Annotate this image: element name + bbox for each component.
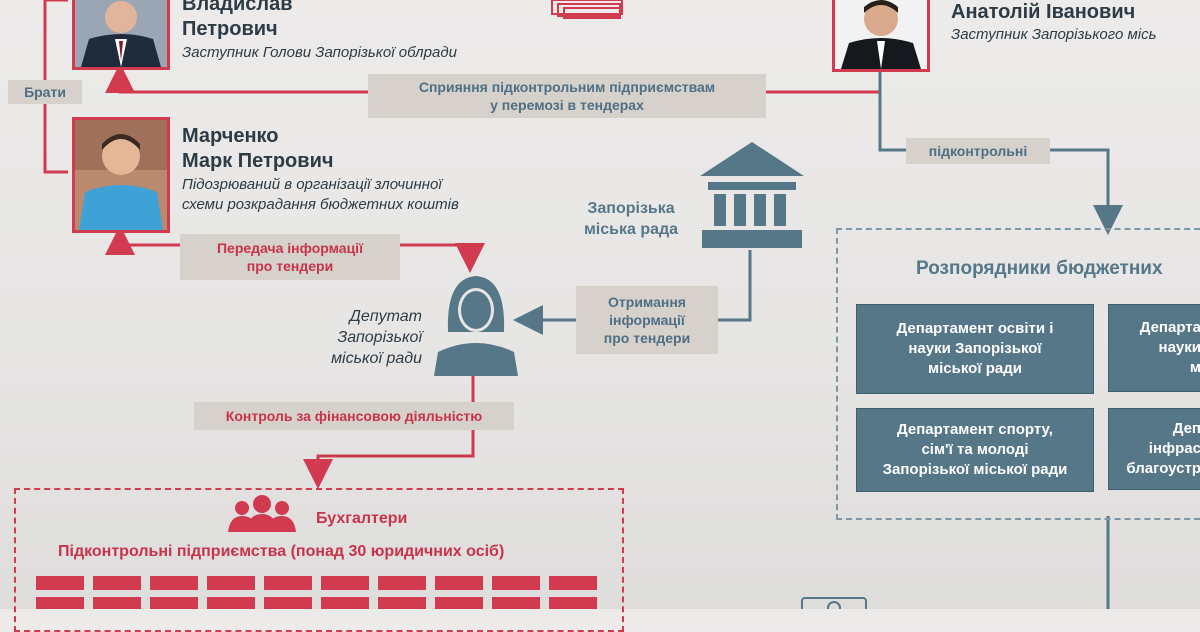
top-left-name-line1: Владислав — [182, 0, 293, 15]
assist-tag-line1: Сприяння підконтрольним підприємствам — [418, 79, 716, 95]
department-card: Департамент спорту, сім'ї та молоді Запо… — [856, 408, 1094, 492]
department-card: Департа науки м — [1108, 304, 1200, 392]
department-line: Департамент освіти і — [896, 320, 1054, 337]
receive-info-tag: Отримання інформації про тендери — [576, 286, 718, 354]
department-line: міської ради — [928, 360, 1022, 377]
receive-info-line1: Отримання — [608, 294, 686, 310]
person-photo-icon — [75, 0, 167, 67]
department-line: науки Запорізької — [908, 340, 1042, 357]
city-council-line1: Запорізька — [587, 200, 675, 217]
receive-info-line3: про тендери — [603, 330, 691, 346]
department-line: Департа — [1139, 319, 1200, 336]
enterprises-title: Підконтрольні підприємства (понад 30 юри… — [58, 543, 505, 560]
accountants-label: Бухгалтери — [316, 510, 408, 527]
person-photo-icon — [75, 120, 167, 230]
controlled-tag: підконтрольні — [906, 138, 1050, 164]
budget-managers-title: Розпорядники бюджетних — [916, 258, 1163, 279]
marchenko-name-line1: Марченко — [182, 125, 279, 147]
photo-marchenko — [72, 117, 170, 233]
government-building-icon — [700, 142, 804, 248]
department-line: благоустр — [1126, 460, 1200, 477]
top-left-role: Заступник Голови Запорізької облради — [182, 44, 457, 61]
city-council-label: Запорізька міська рада — [568, 198, 694, 240]
female-deputy-icon — [434, 276, 518, 376]
person-photo-icon — [835, 0, 927, 69]
transfer-info-tag: Передача інформації про тендери — [180, 234, 400, 280]
department-line: інфрас — [1148, 440, 1200, 457]
department-card: Департамент освіти і науки Запорізької м… — [856, 304, 1094, 394]
top-right-role: Заступник Запорізького місь — [951, 26, 1157, 43]
enterprise-blocks-grid — [36, 576, 597, 611]
department-line: сім'ї та молоді — [921, 441, 1029, 458]
photo-top-left — [72, 0, 170, 70]
department-line: Деп — [1172, 420, 1200, 437]
receive-info-line2: інформації — [609, 312, 685, 328]
people-group-icon — [228, 495, 296, 532]
assist-tag: Сприяння підконтрольним підприємствам у … — [368, 74, 766, 118]
city-council-line2: міська рада — [583, 221, 679, 238]
top-right-name: Анатолій Іванович — [951, 1, 1136, 23]
department-card: Деп інфрас благоустр — [1108, 408, 1200, 490]
top-left-name-line2: Петрович — [182, 18, 278, 40]
budget-managers-box — [836, 228, 1200, 520]
department-line: Запорізької міської ради — [882, 461, 1068, 478]
deputy-line3: міської ради — [331, 350, 422, 367]
deputy-line2: Запорізької — [337, 329, 422, 346]
department-line: м — [1189, 359, 1200, 376]
department-line: Департамент спорту, — [897, 421, 1053, 438]
photo-top-right — [832, 0, 930, 72]
finance-control-tag: Контроль за фінансовою діяльністю — [194, 402, 514, 430]
marchenko-role-line2: схеми розкрадання бюджетних коштів — [182, 196, 459, 213]
marchenko-role-line1: Підозрюваний в організації злочинної — [182, 176, 442, 193]
transfer-info-line1: Передача інформації — [216, 240, 364, 256]
brothers-tag: Брати — [8, 80, 82, 104]
enterprise-blocks — [36, 576, 606, 611]
transfer-info-line2: про тендери — [246, 258, 334, 274]
deputy-line1: Депутат — [349, 308, 422, 325]
assist-tag-line2: у перемозі в тендерах — [490, 97, 644, 113]
marchenko-name-line2: Марк Петрович — [182, 150, 334, 172]
deputy-label: Депутат Запорізької міської ради — [300, 306, 422, 369]
department-line: науки — [1158, 339, 1200, 356]
